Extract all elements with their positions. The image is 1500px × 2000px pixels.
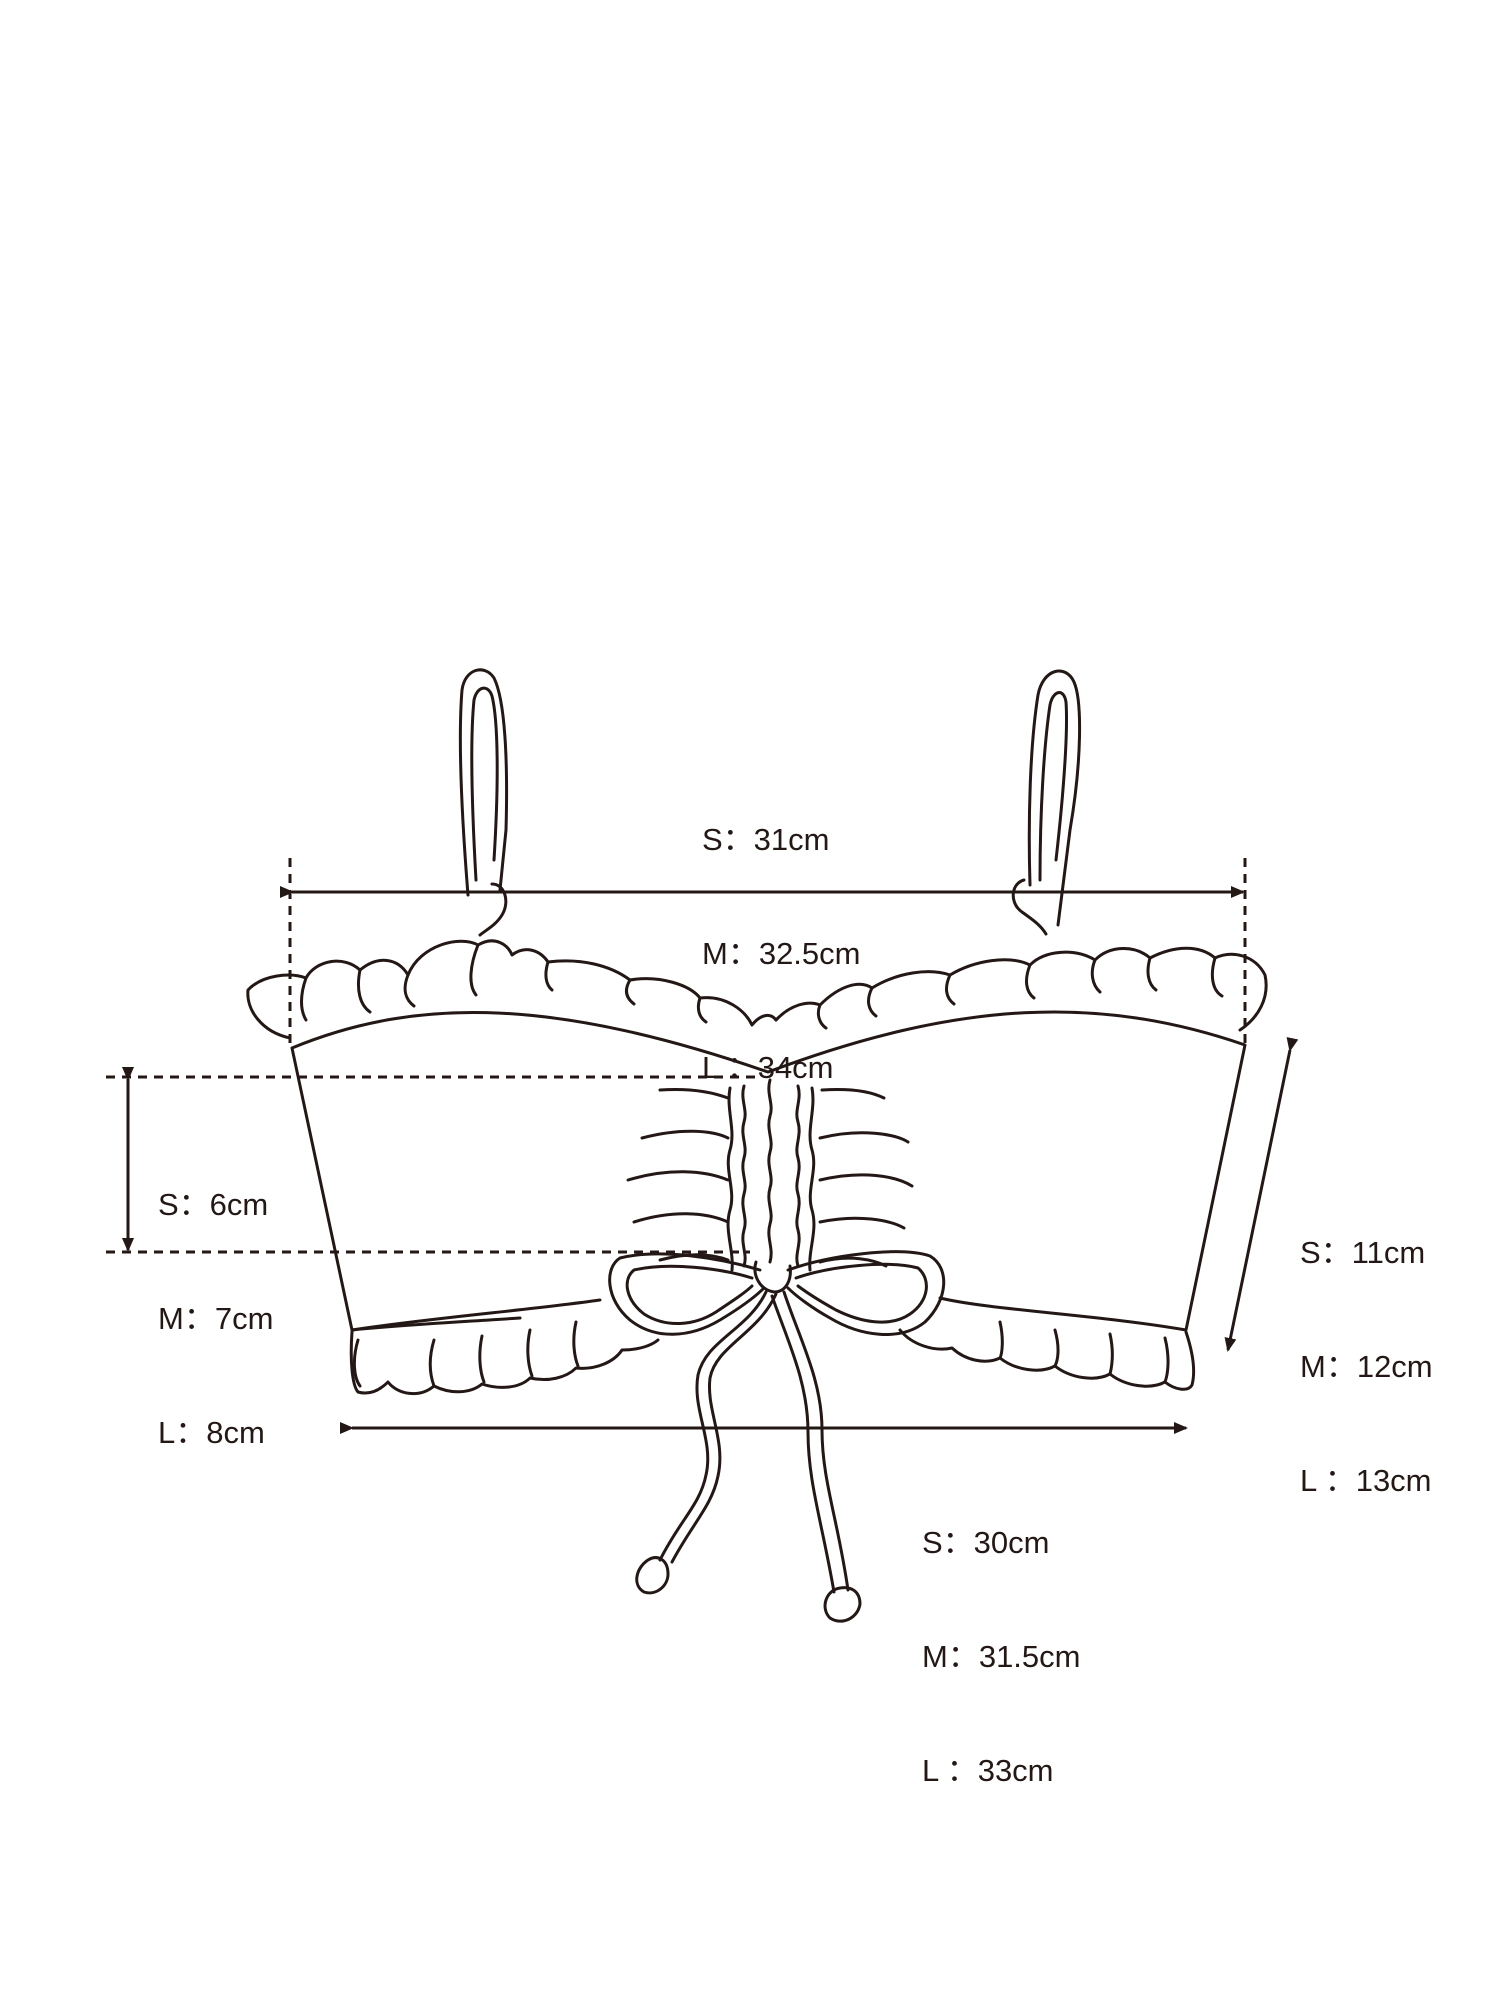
drawstring-right-tail [782, 1290, 850, 1592]
side-height-m: M：12cm [1300, 1349, 1433, 1384]
left-strap [458, 668, 509, 897]
center-shirring-right [795, 1084, 801, 1268]
side-height-l: L ：13cm [1300, 1463, 1432, 1498]
gather-lines [626, 1088, 914, 1268]
bottom-width-label: S：30cm M：31.5cm L ：33cm [922, 1448, 1080, 1828]
side-height-s: S：11cm [1300, 1235, 1426, 1270]
bottom-width-m: M：31.5cm [922, 1639, 1081, 1674]
center-height-l: L：8cm [158, 1415, 265, 1450]
center-height-s: S：6cm [158, 1187, 269, 1222]
bottom-width-l: L ：33cm [922, 1753, 1054, 1788]
center-shirring-left [741, 1084, 747, 1268]
bow-knot [753, 1260, 792, 1294]
top-ruffle-folds [300, 943, 1224, 1030]
drawstring-left-tail [658, 1290, 768, 1562]
right-strap-inner [1038, 691, 1069, 882]
bottom-ruffle-left [349, 1330, 660, 1395]
top-ruffle-right [774, 946, 1268, 1032]
center-height-label: S：6cm M：7cm L：8cm [158, 1110, 273, 1490]
top-ruffle-left [246, 939, 778, 1040]
bow-right-loop [786, 1250, 946, 1336]
drawstring-right-tip [823, 1586, 862, 1623]
center-shirring-outer [726, 1086, 816, 1272]
side-height-label: S：11cm M：12cm L ：13cm [1300, 1158, 1433, 1538]
right-strap-ring [1011, 878, 1048, 936]
bow-left-loop-inner [625, 1264, 754, 1326]
top-width-s: S：31cm [702, 822, 830, 857]
bow-right-loop-inner [794, 1262, 928, 1324]
garment-bottom-edge [350, 1316, 522, 1332]
right-strap [1027, 669, 1082, 927]
drawstring-left-tip [635, 1556, 670, 1595]
top-width-l: L ：34cm [702, 1050, 834, 1085]
bottom-width-s: S：30cm [922, 1525, 1050, 1560]
top-width-label: S：31cm M：32.5cm L ：34cm [702, 745, 860, 1125]
bottom-ruffle-right [898, 1328, 1196, 1391]
bow-left-loop [608, 1252, 766, 1336]
center-shirring-mid [767, 1078, 773, 1264]
center-height-m: M：7cm [158, 1301, 274, 1336]
bottom-ruffle-folds [352, 1320, 1170, 1388]
left-strap-inner [470, 686, 499, 882]
top-width-m: M：32.5cm [702, 936, 861, 971]
side-height-arrow [1224, 1037, 1299, 1352]
